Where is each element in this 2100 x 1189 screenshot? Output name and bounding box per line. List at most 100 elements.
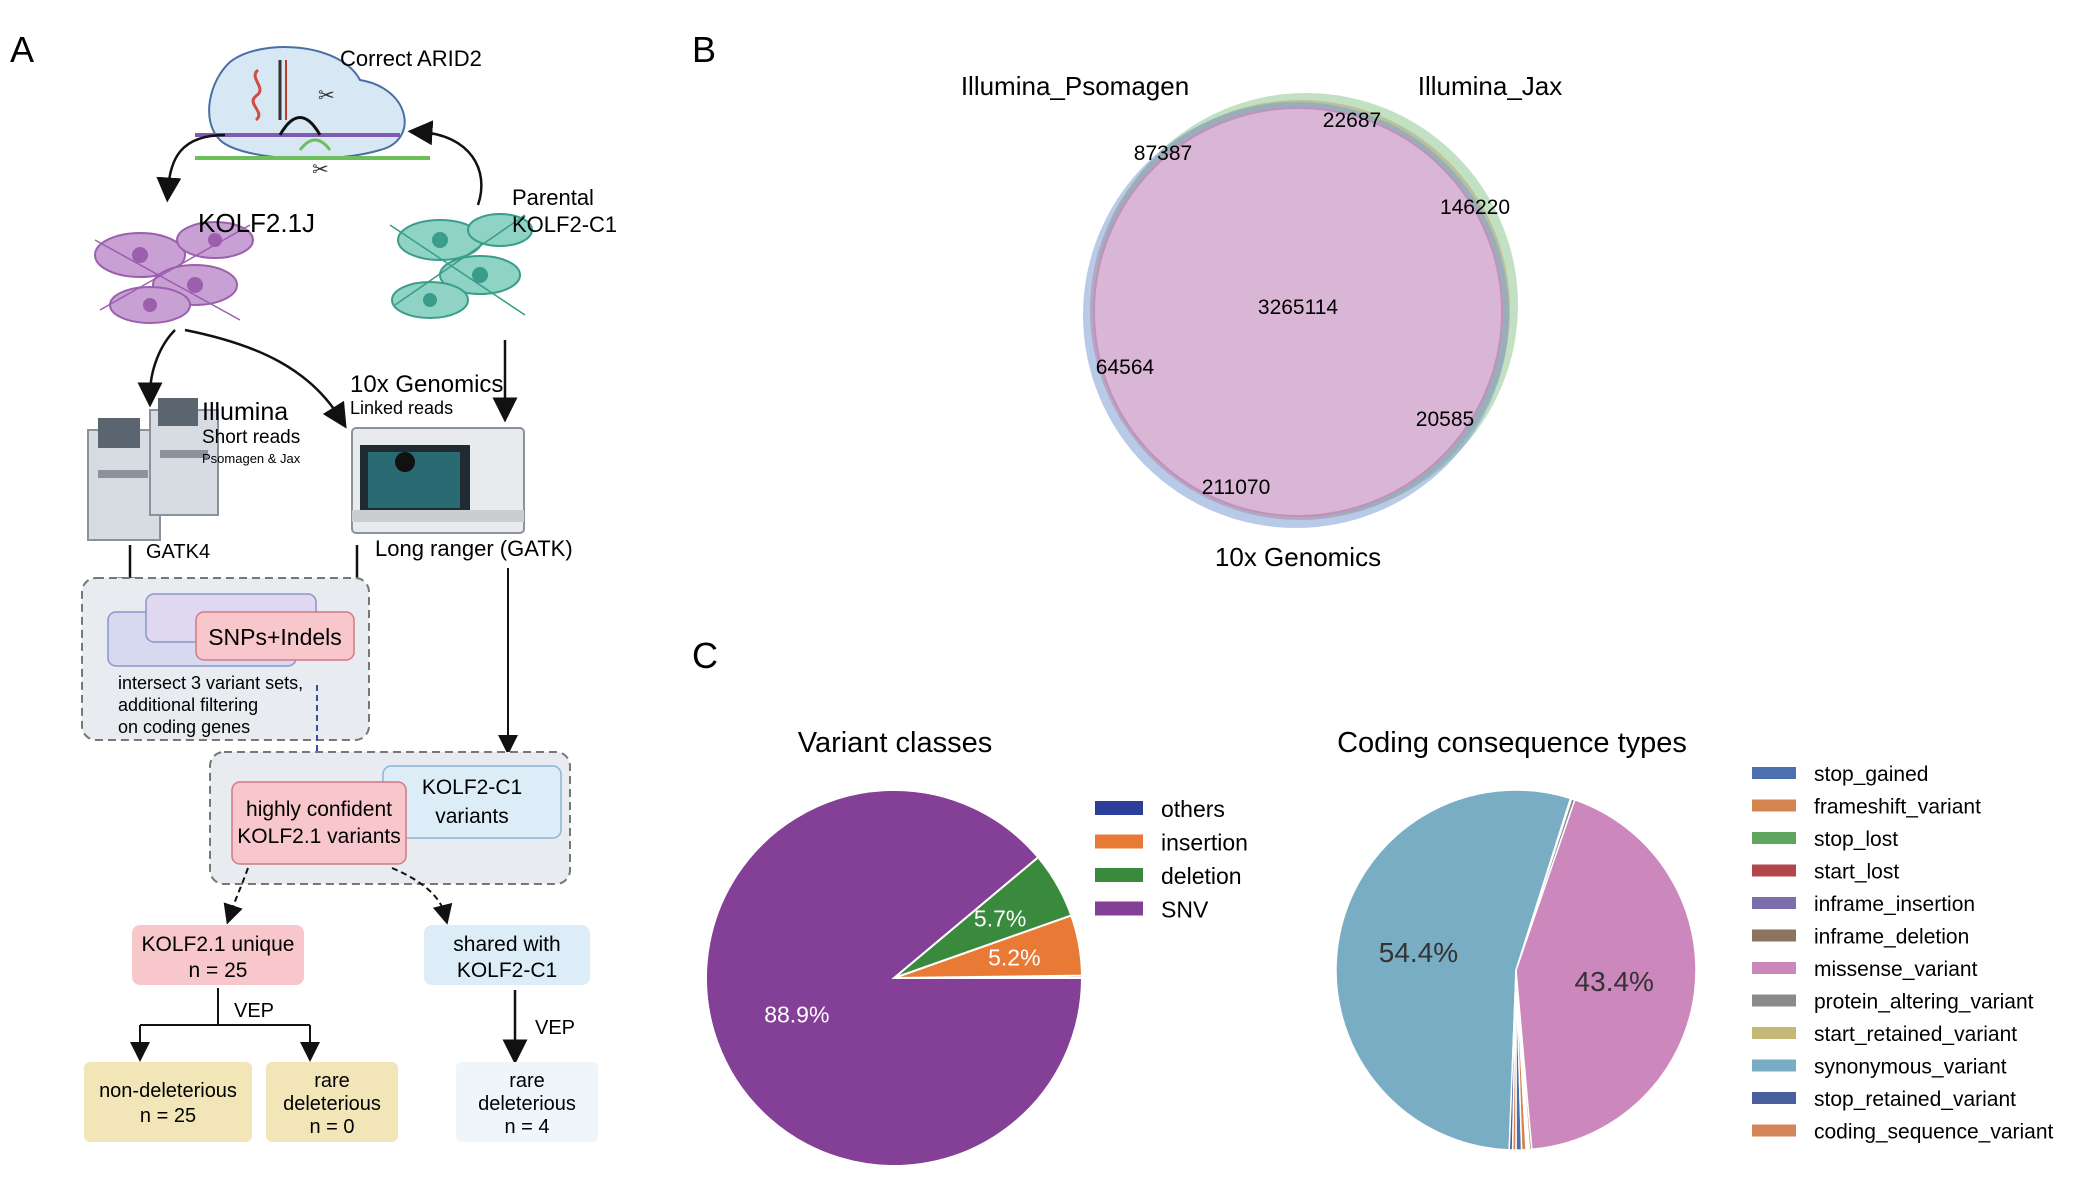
rare-right-card	[456, 1062, 598, 1142]
panel-label-a: A	[10, 29, 34, 70]
kolf21j-label: KOLF2.1J	[198, 208, 315, 238]
legend-swatch-stop_lost	[1752, 832, 1796, 844]
pie-slice-missense_variant	[1515, 798, 1697, 1151]
legend-label-inframe_deletion: inframe_deletion	[1814, 926, 1969, 949]
legend-label-start_lost: start_lost	[1814, 861, 1899, 884]
parental-cells-graphic	[389, 213, 533, 319]
pie-slice-SNV	[705, 789, 1084, 1167]
crispr-label: Correct ARID2	[340, 46, 482, 71]
venn-center-region	[1093, 107, 1503, 517]
rare-left-card	[266, 1062, 398, 1142]
legend-label-frameshift_variant: frameshift_variant	[1814, 796, 1981, 819]
c1-variants-line-2: variants	[435, 805, 509, 828]
legend-label-stop_lost: stop_lost	[1814, 828, 1898, 851]
rare-right-line-1: rare	[509, 1070, 545, 1092]
illumina-subtitle-2: Psomagen & Jax	[202, 451, 301, 466]
parental-to-crispr-arrow	[407, 120, 483, 206]
crispr-to-kolf21j-arrow	[156, 133, 226, 203]
legend-label-start_retained_variant: start_retained_variant	[1814, 1023, 2017, 1046]
legend-swatch-coding_sequence_variant	[1752, 1124, 1796, 1137]
tenx-subtitle: Linked reads	[350, 398, 453, 418]
legend-swatch-start_retained_variant	[1752, 1027, 1796, 1039]
gatk4-label: GATK4	[146, 541, 210, 563]
legend-label-synonymous_variant: synonymous_variant	[1814, 1056, 2007, 1079]
legend-swatch-stop_retained_variant	[1752, 1092, 1796, 1104]
panel-b-venn: Illumina_Psomagen Illumina_Jax 10x Genom…	[961, 71, 1562, 572]
shared-card	[424, 925, 590, 985]
panel-label-c: C	[692, 635, 718, 676]
legend-swatch-start_lost	[1752, 864, 1796, 877]
legend-label-stop_retained_variant: stop_retained_variant	[1814, 1088, 2016, 1111]
vep-right-label: VEP	[535, 1017, 575, 1039]
legend-swatch-insertion	[1095, 834, 1143, 849]
intersect-line-2: additional filtering	[118, 695, 258, 715]
intersect-line-3: on coding genes	[118, 717, 250, 737]
vep-left-label: VEP	[234, 1000, 274, 1022]
legend-label-missense_variant: missense_variant	[1814, 958, 1978, 981]
panel-a-workflow: ✂ ✂ Correct ARID2 KOLF2.1J	[81, 46, 617, 1142]
legend-swatch-SNV	[1095, 901, 1143, 916]
pie-slice-synonymous_variant	[1335, 789, 1572, 1151]
tenx-sequencer-icon	[351, 427, 525, 534]
pie-label-SNV: 88.9%	[764, 1001, 829, 1027]
snps-indels-card	[195, 611, 355, 661]
pie-chart-coding-consequence: Coding consequence types 43.4%54.4%	[1335, 727, 1697, 1151]
legend-label-stop_gained: stop_gained	[1814, 763, 1928, 786]
parental-label-line1: Parental	[512, 185, 594, 210]
unique-line-2: n = 25	[189, 959, 248, 982]
long-ranger-label: Long ranger (GATK)	[375, 536, 573, 561]
legend-label-inframe_insertion: inframe_insertion	[1814, 893, 1975, 916]
kolf21j-cells-graphic	[94, 221, 254, 324]
legend-label-deletion: deletion	[1161, 863, 1242, 889]
legend-swatch-protein_altering_variant	[1752, 994, 1796, 1007]
rare-left-line-3: n = 0	[309, 1116, 354, 1138]
illumina-title: Illumina	[202, 398, 288, 426]
pie2-legend: stop_gained frameshift_variant stop_lostst…	[1752, 763, 2054, 1144]
parental-label-line2: KOLF2-C1	[512, 212, 617, 237]
venn-count-all-three: 3265114	[1258, 296, 1339, 319]
legend-swatch-missense_variant	[1752, 962, 1796, 974]
legend-label-insertion: insertion	[1161, 830, 1248, 856]
pie-label-deletion: 5.7%	[974, 905, 1026, 931]
confident-line-2: KOLF2.1 variants	[237, 825, 400, 848]
pie-label-missense_variant: 43.4%	[1575, 966, 1654, 997]
kolf21j-to-illumina-arrow	[137, 329, 176, 408]
legend-label-SNV: SNV	[1161, 897, 1209, 923]
legend-swatch-inframe_deletion	[1752, 929, 1796, 942]
c1-variants-line-1: KOLF2-C1	[422, 776, 522, 799]
confident-card	[231, 781, 407, 865]
legend-label-protein_altering_variant: protein_altering_variant	[1814, 991, 2034, 1014]
legend-swatch-inframe_insertion	[1752, 897, 1796, 909]
pie-label-insertion: 5.2%	[988, 945, 1040, 971]
nondel-line-2: n = 25	[140, 1105, 196, 1127]
legend-swatch-synonymous_variant	[1752, 1059, 1796, 1072]
nondel-line-1: non-deleterious	[99, 1080, 237, 1102]
unique-line-1: KOLF2.1 unique	[142, 933, 295, 956]
svg-text:✂: ✂	[312, 159, 329, 181]
confident-to-unique-arrow	[223, 867, 249, 925]
unique-card	[132, 925, 304, 985]
illumina-sequencer-icon	[87, 398, 219, 541]
legend-swatch-stop_gained	[1752, 767, 1796, 779]
snps-indels-label: SNPs+Indels	[208, 624, 342, 650]
venn-count-jax-only-right: 146220	[1440, 196, 1510, 219]
pie-chart-variant-classes: Variant classes 5.2% 5.7% 88.9%	[705, 727, 1084, 1167]
venn-count-jax-10x: 20585	[1416, 408, 1474, 431]
pie-slice-coding_sequence_variant	[1511, 969, 1517, 1151]
illumina-subtitle: Short reads	[202, 427, 300, 448]
rare-left-line-1: rare	[314, 1070, 350, 1092]
confident-line-1: highly confident	[246, 798, 392, 821]
nondel-card	[84, 1062, 252, 1142]
legend-swatch-deletion	[1095, 868, 1143, 882]
shared-line-2: KOLF2-C1	[457, 959, 557, 982]
rare-right-line-3: n = 4	[504, 1116, 549, 1138]
panel-label-b: B	[692, 29, 716, 70]
venn-count-psomagen-only: 87387	[1134, 142, 1192, 165]
kolf21j-to-10x-arrow	[184, 328, 347, 429]
pie1-title: Variant classes	[798, 727, 993, 759]
rare-right-line-2: deleterious	[478, 1093, 576, 1115]
venn-count-psomagen-10x: 64564	[1096, 356, 1155, 379]
pie2-title: Coding consequence types	[1337, 727, 1687, 759]
